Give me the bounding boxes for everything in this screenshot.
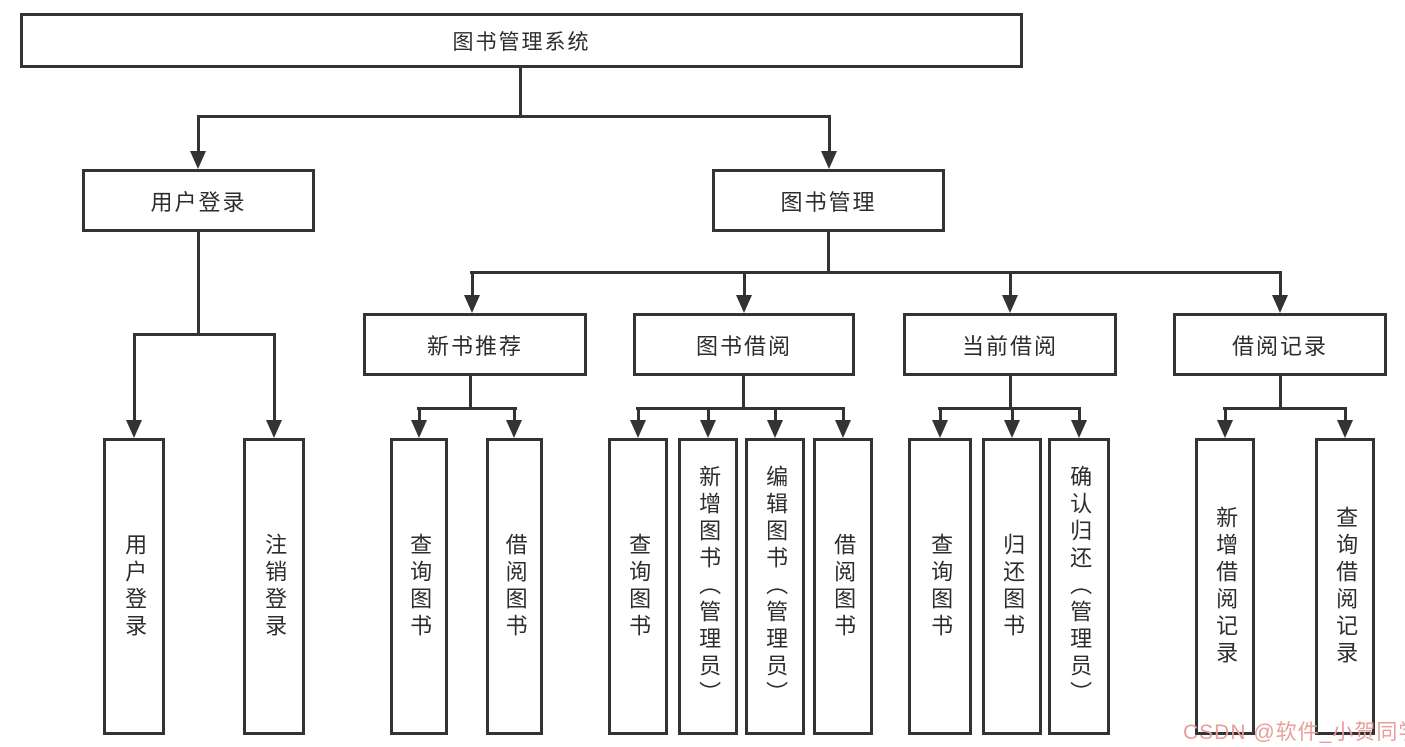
leaf-query-borrow-record: 查询借阅记录 bbox=[1315, 438, 1375, 735]
leaf-query-books-current: 查询图书 bbox=[908, 438, 972, 735]
leaf-confirm-return-admin: 确认归还（管理员） bbox=[1048, 438, 1110, 735]
connector-new-book-recommend-horizontal bbox=[417, 407, 517, 410]
connector-user-login-horizontal bbox=[133, 333, 276, 336]
arrow-down-query-books-1 bbox=[411, 407, 427, 438]
leaf-add-borrow-record: 新增借阅记录 bbox=[1195, 438, 1255, 735]
connector-current-borrowing-horizontal bbox=[938, 407, 1081, 410]
leaf-logout-label: 注销登录 bbox=[262, 532, 288, 641]
node-book-management: 图书管理 bbox=[712, 169, 945, 232]
node-current-borrowing: 当前借阅 bbox=[903, 313, 1117, 376]
csdn-watermark: CSDN @软件_小贺同学 bbox=[1183, 721, 1405, 744]
node-root: 图书管理系统 bbox=[20, 13, 1023, 68]
leaf-add-books-admin-label: 新增图书（管理员） bbox=[696, 465, 722, 708]
arrow-down-add-books bbox=[700, 407, 716, 438]
arrow-down-book-borrowing bbox=[736, 271, 752, 313]
connector-root-vertical bbox=[519, 68, 522, 118]
connector-borrow-records-vertical bbox=[1279, 376, 1282, 410]
leaf-return-books: 归还图书 bbox=[982, 438, 1042, 735]
node-new-book-recommend-label: 新书推荐 bbox=[426, 333, 523, 359]
arrow-down-borrow-books-1 bbox=[506, 407, 522, 438]
connector-current-borrowing-vertical bbox=[1009, 376, 1012, 410]
leaf-query-books-borrowing: 查询图书 bbox=[608, 438, 668, 735]
node-user-login: 用户登录 bbox=[82, 169, 315, 232]
leaf-add-borrow-record-label: 新增借阅记录 bbox=[1213, 505, 1239, 668]
connector-new-book-recommend-vertical bbox=[469, 376, 472, 410]
leaf-user-login-label: 用户登录 bbox=[122, 532, 148, 641]
node-borrow-records: 借阅记录 bbox=[1173, 313, 1387, 376]
arrow-down-current-borrowing bbox=[1002, 271, 1018, 313]
node-book-management-label: 图书管理 bbox=[780, 189, 877, 215]
leaf-user-login: 用户登录 bbox=[103, 438, 165, 735]
node-current-borrowing-label: 当前借阅 bbox=[961, 333, 1058, 359]
node-borrow-records-label: 借阅记录 bbox=[1231, 333, 1328, 359]
leaf-confirm-return-admin-label: 确认归还（管理员） bbox=[1067, 465, 1093, 708]
node-new-book-recommend: 新书推荐 bbox=[363, 313, 587, 376]
arrow-down-return-books bbox=[1004, 407, 1020, 438]
leaf-query-borrow-record-label: 查询借阅记录 bbox=[1333, 505, 1359, 668]
node-book-borrowing: 图书借阅 bbox=[633, 313, 855, 376]
leaf-borrow-books-recommend-label: 借阅图书 bbox=[502, 532, 528, 641]
leaf-query-books-current-label: 查询图书 bbox=[928, 532, 954, 641]
leaf-borrow-books: 借阅图书 bbox=[813, 438, 873, 735]
arrow-down-new-book-recommend bbox=[464, 271, 480, 313]
leaf-edit-books-admin: 编辑图书（管理员） bbox=[745, 438, 805, 735]
leaf-borrow-books-label: 借阅图书 bbox=[831, 532, 857, 641]
arrow-down-confirm-return bbox=[1071, 407, 1087, 438]
leaf-query-books-borrowing-label: 查询图书 bbox=[626, 532, 652, 641]
connector-root-horizontal bbox=[197, 115, 831, 118]
leaf-query-books-recommend: 查询图书 bbox=[390, 438, 448, 735]
leaf-query-books-recommend-label: 查询图书 bbox=[407, 532, 433, 641]
arrow-down-book-management bbox=[821, 115, 837, 169]
node-user-login-label: 用户登录 bbox=[150, 189, 247, 215]
arrow-down-query-borrow-record bbox=[1337, 407, 1353, 438]
arrow-down-edit-books bbox=[767, 407, 783, 438]
connector-borrow-records-horizontal bbox=[1223, 407, 1347, 410]
connector-user-login-vertical bbox=[197, 232, 200, 336]
leaf-return-books-label: 归还图书 bbox=[1000, 532, 1026, 641]
node-book-borrowing-label: 图书借阅 bbox=[695, 333, 792, 359]
connector-book-borrowing-vertical bbox=[742, 376, 745, 410]
leaf-logout: 注销登录 bbox=[243, 438, 305, 735]
arrow-down-query-books-2 bbox=[630, 407, 646, 438]
leaf-add-books-admin: 新增图书（管理员） bbox=[678, 438, 738, 735]
arrow-down-user-login bbox=[190, 115, 206, 169]
leaf-edit-books-admin-label: 编辑图书（管理员） bbox=[763, 465, 789, 708]
connector-book-borrowing-horizontal bbox=[636, 407, 845, 410]
connector-book-management-vertical bbox=[827, 232, 830, 274]
arrow-down-borrow-books-2 bbox=[835, 407, 851, 438]
arrow-down-add-borrow-record bbox=[1217, 407, 1233, 438]
connector-book-management-horizontal bbox=[470, 271, 1282, 274]
arrow-down-query-books-3 bbox=[932, 407, 948, 438]
arrow-down-borrow-records bbox=[1272, 271, 1288, 313]
node-root-label: 图书管理系统 bbox=[452, 30, 591, 54]
arrow-down-leaf-logout bbox=[266, 333, 282, 438]
arrow-down-leaf-user-login bbox=[126, 333, 142, 438]
leaf-borrow-books-recommend: 借阅图书 bbox=[486, 438, 543, 735]
